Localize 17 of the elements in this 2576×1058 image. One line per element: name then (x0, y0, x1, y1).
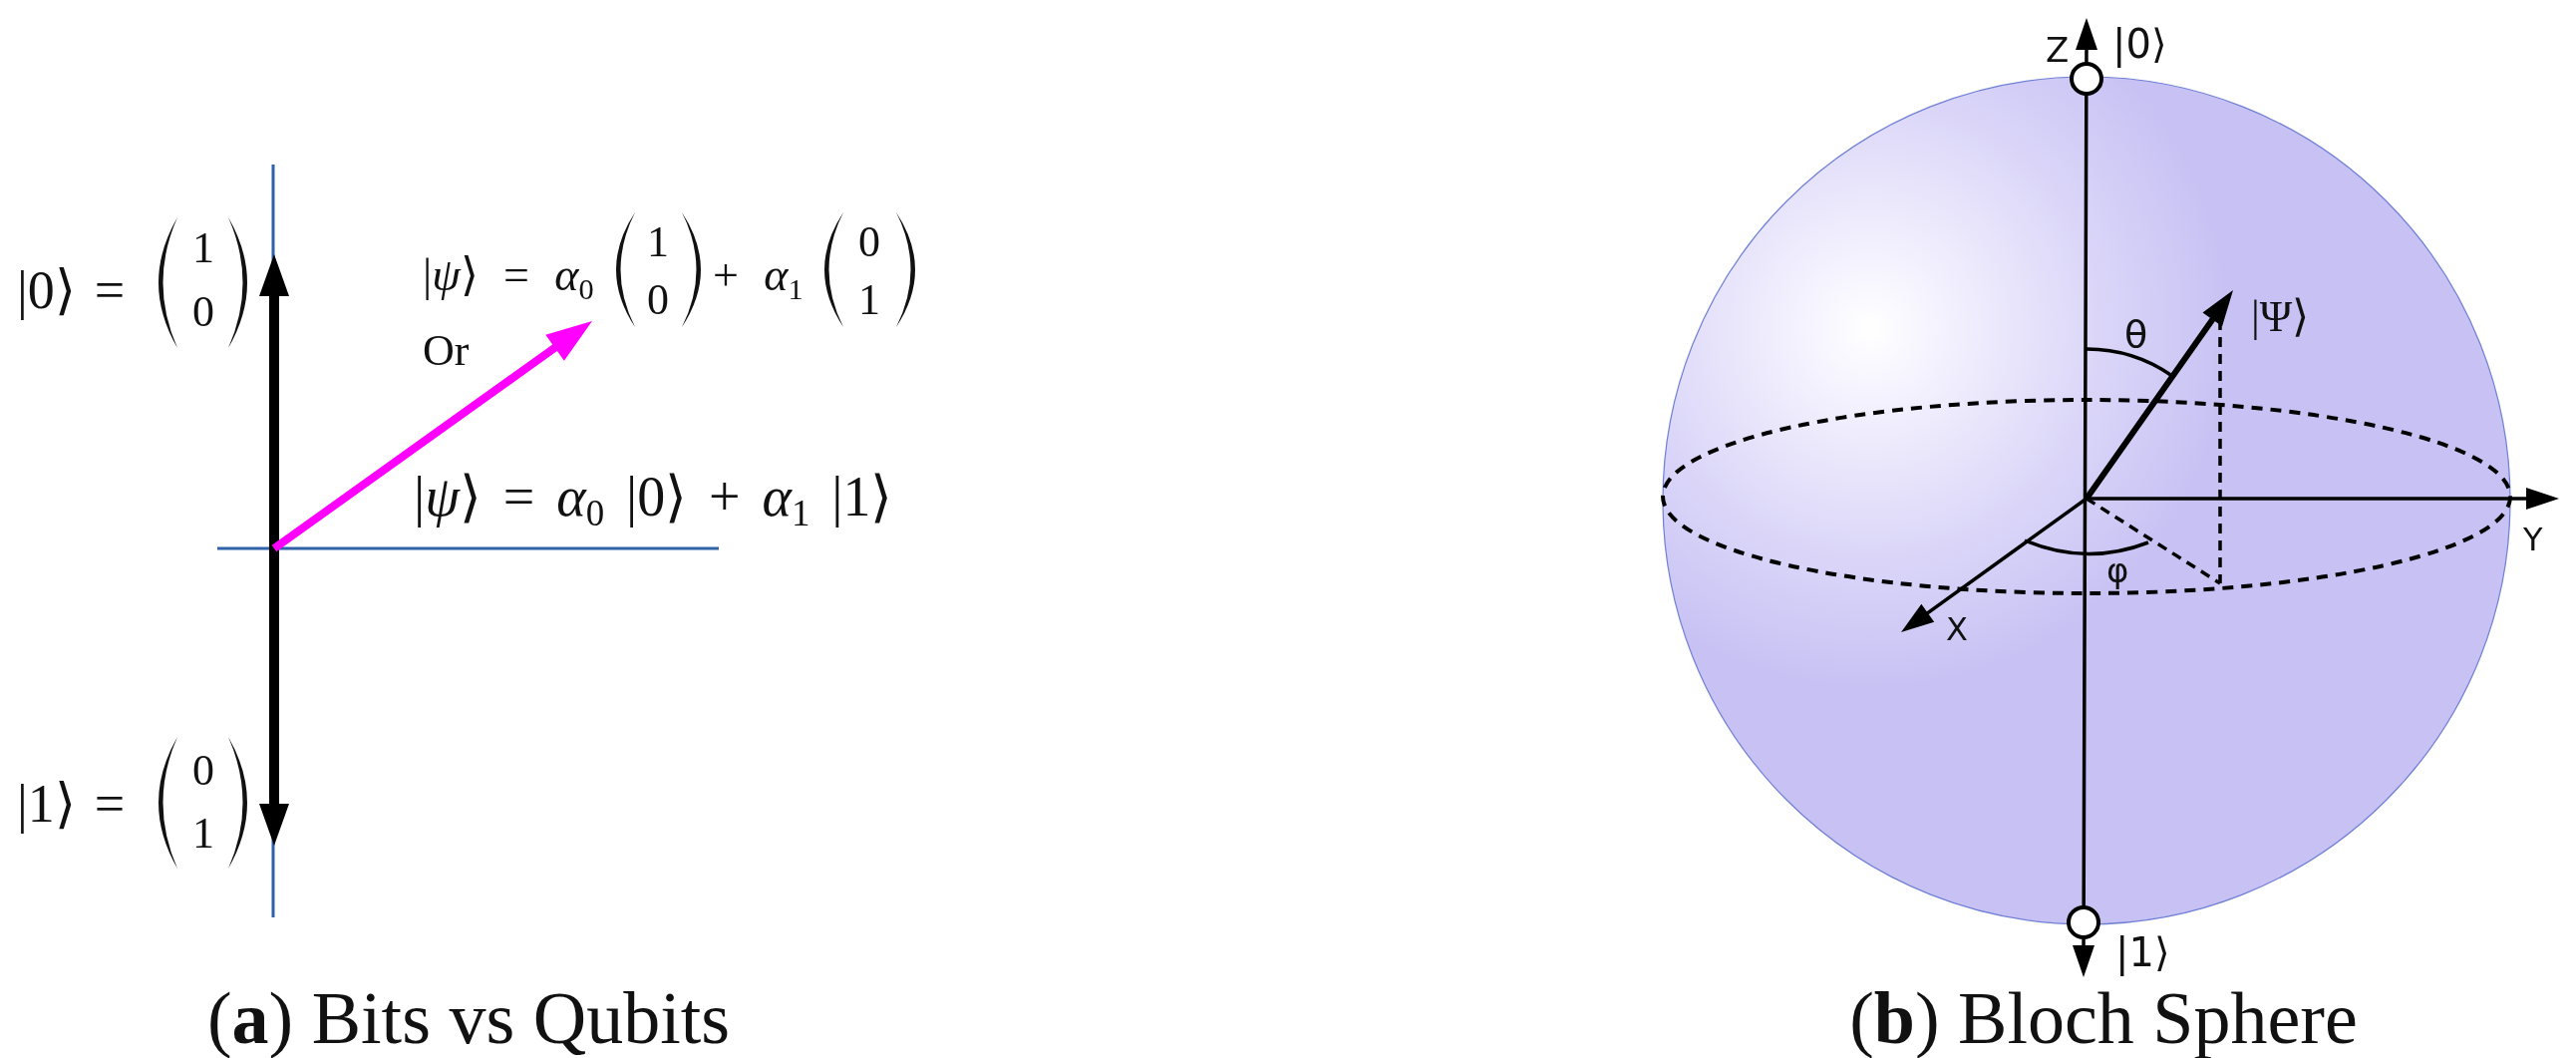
axis-label: X (1946, 613, 1968, 645)
vector-entry: 0 (192, 749, 214, 793)
axis-label: Z (2046, 33, 2070, 67)
equation-term: |ψ⟩ = α$_{0}$ (423, 252, 594, 298)
vector-entry: 1 (192, 812, 214, 856)
vector-entry: 1 (647, 220, 669, 264)
vector-entry: 1 (858, 278, 880, 322)
equation-term: + α$_{1}$ (713, 252, 804, 298)
vector-entry: 0 (858, 220, 880, 264)
vector-entry: 1 (192, 226, 214, 270)
vector-entry: 0 (192, 290, 214, 334)
angle-label: θ (2124, 315, 2148, 353)
axis-label: Y (2523, 524, 2543, 555)
vector-entry: 0 (647, 278, 669, 322)
conjunction-text: Or (423, 329, 470, 373)
state-label: |Ψ⟩ (2251, 295, 2310, 339)
angle-label: φ (2106, 553, 2129, 587)
